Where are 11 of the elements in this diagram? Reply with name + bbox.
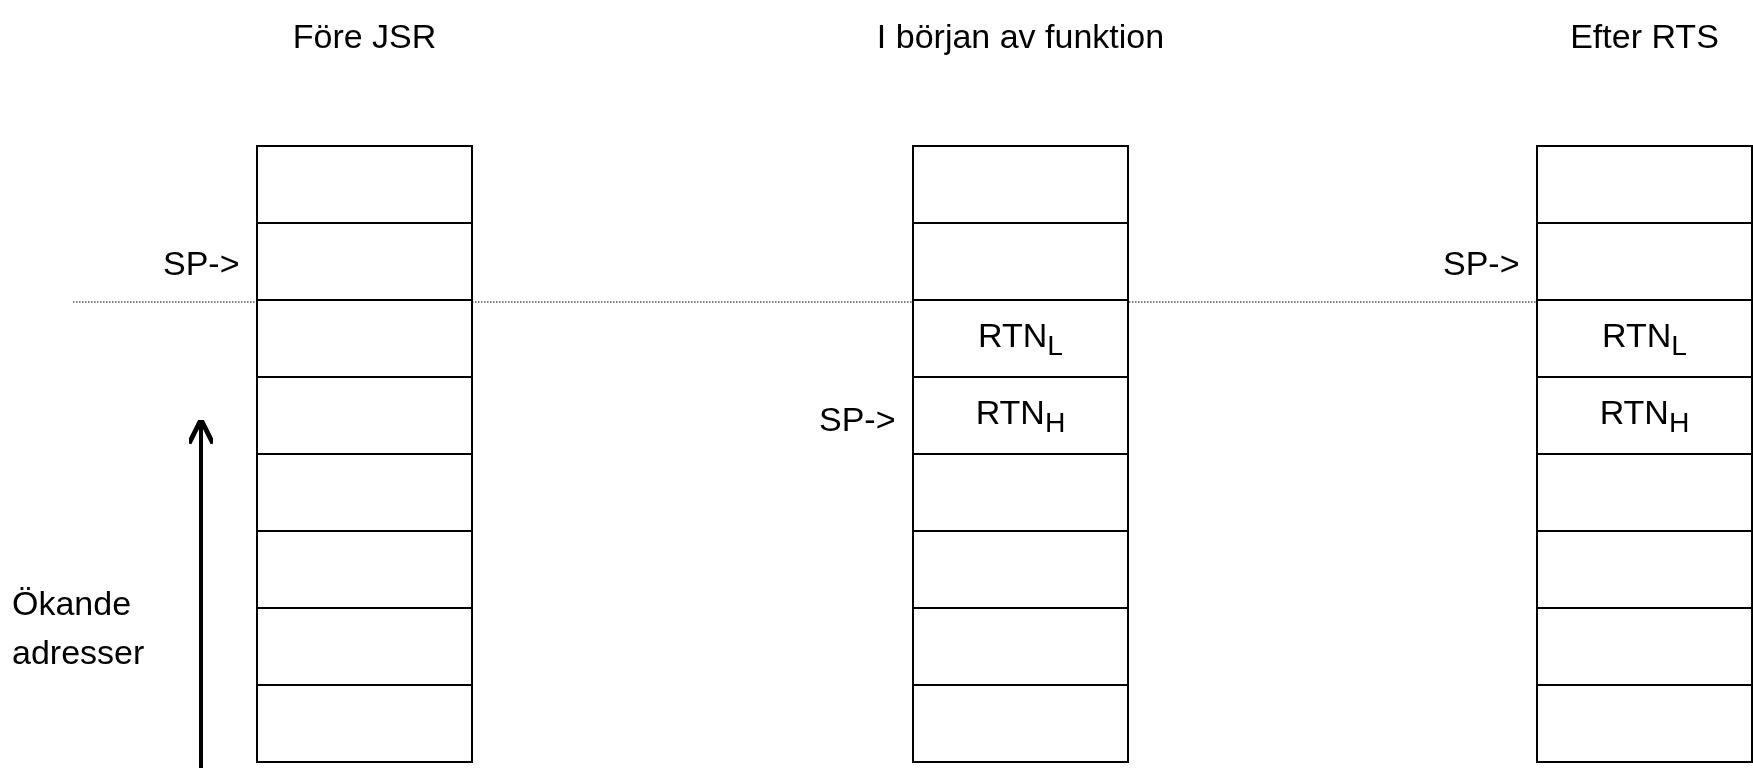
column-heading: I början av funktion (876, 17, 1165, 56)
register-label: RTN$_{H}$ (975, 393, 1066, 438)
register-label: RTN$_{H}$ (1599, 393, 1690, 438)
axis-label: Ökande adresser (12, 582, 146, 673)
column-heading: Efter RTS (1570, 17, 1719, 56)
register-label: RTN$_{L}$ (978, 316, 1063, 361)
column-heading: Före JSR (292, 17, 437, 56)
stack-pointer-label: SP-> (163, 243, 240, 283)
stack-pointer-label: SP-> (819, 399, 896, 439)
register-label: RTN$_{L}$ (1602, 316, 1687, 361)
stack-pointer-label: SP-> (1443, 243, 1520, 283)
